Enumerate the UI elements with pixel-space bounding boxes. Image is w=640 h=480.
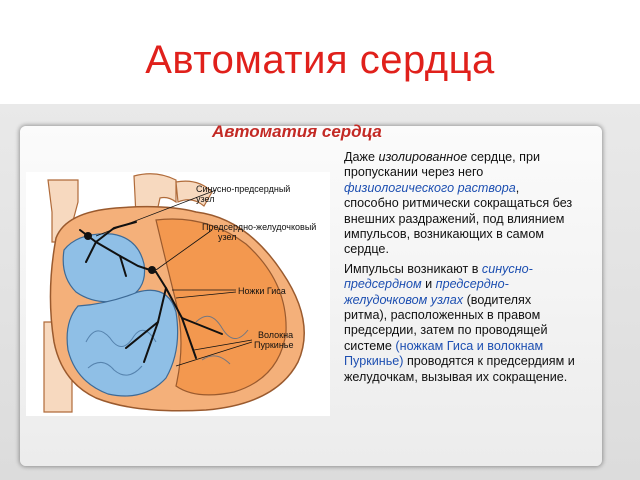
pulmonary-trunk [175, 180, 213, 207]
aorta [133, 173, 177, 217]
his-bundle-label: Ножки Гиса [238, 286, 286, 296]
description-text: Даже изолированное сердце, при пропускан… [344, 150, 576, 389]
av-node [148, 266, 156, 274]
paragraph-isolated-heart: Даже изолированное сердце, при пропускан… [344, 150, 573, 257]
slide-title: Автоматия сердца [145, 38, 495, 82]
sa-node-label: Синусно-предсердный узел [196, 184, 291, 204]
paragraph-impulses: Импульсы возникают в синусно-предсердном… [344, 261, 575, 384]
right-atrium [62, 233, 146, 303]
right-ventricle [66, 289, 179, 397]
av-node-label: Предсердно-желудочковый узел [202, 222, 317, 242]
purkinje-label: Волокна Пуркинье [254, 330, 294, 350]
panel-title: Автоматия сердца [212, 122, 382, 141]
leader-lines [95, 189, 253, 367]
sa-node [84, 232, 92, 240]
heart-illustration [43, 173, 305, 413]
trabeculae [85, 315, 249, 376]
heart-diagram: Синусно-предсердный узел Предсердно-желу… [26, 172, 330, 416]
left-chambers [155, 218, 287, 396]
